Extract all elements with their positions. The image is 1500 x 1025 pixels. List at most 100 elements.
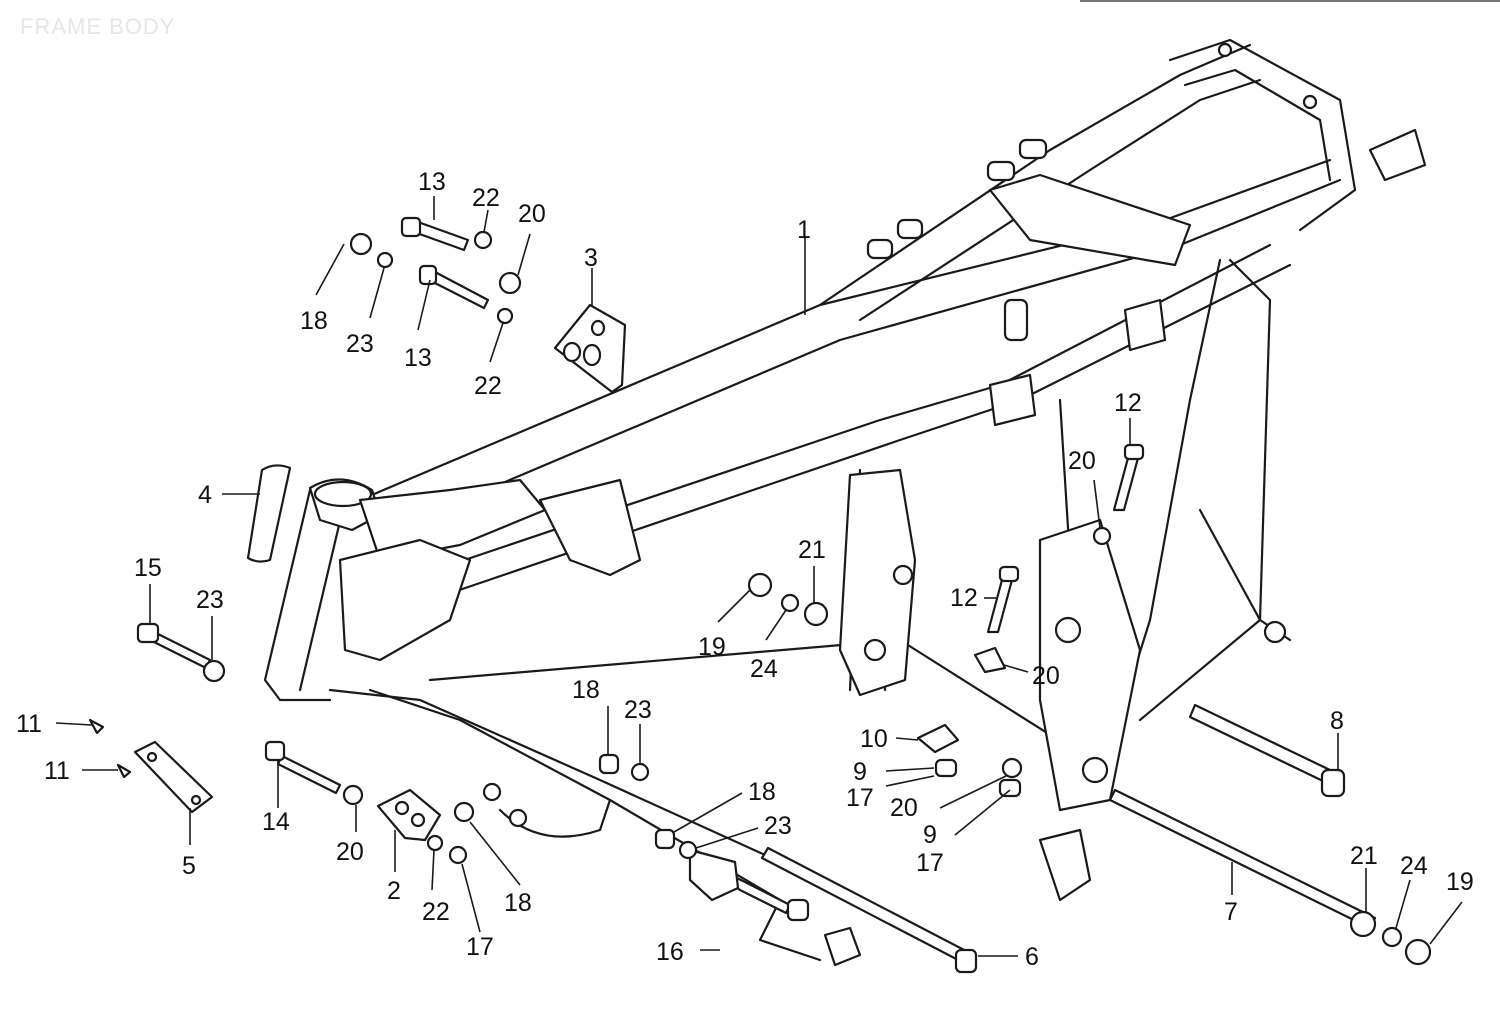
front-downtube-right (298, 498, 347, 692)
backbone-tube-right (378, 178, 1342, 537)
rear-hook (1368, 128, 1427, 182)
callout-label: 13 (418, 168, 446, 196)
callout-label: 17 (466, 933, 494, 961)
frame-tab-5 (1003, 298, 1029, 342)
leader-lines (55, 196, 1463, 957)
bolt-13-lower-head (418, 264, 438, 286)
plate-3-hole-3 (590, 319, 606, 337)
callout-label: 12 (950, 584, 978, 612)
callout-label: 18 (504, 889, 532, 917)
callout-label: 20 (518, 200, 546, 228)
leader-17b (885, 775, 935, 787)
callout-label: 19 (698, 633, 726, 661)
callout-labels: 1 2 3 4 5 6 7 8 9 9 10 11 11 12 12 13 13… (16, 168, 1474, 971)
nut-18-upper (349, 232, 373, 256)
washer-24-rear (1381, 926, 1403, 948)
nut-18-lower (453, 801, 475, 823)
plate-3-hole-2 (582, 343, 602, 367)
rear-shaft-body (1108, 788, 1377, 930)
callout-label: 20 (336, 838, 364, 866)
callout-label: 1 (797, 216, 811, 244)
nut-18-rear (654, 828, 676, 850)
callout-label: 24 (1400, 852, 1428, 880)
frame-eye-mid (988, 373, 1037, 427)
leader-18a (315, 243, 345, 296)
steering-head-top (313, 480, 373, 508)
callout-label: 20 (1068, 447, 1096, 475)
screw-upper (88, 718, 105, 735)
rear-strut (1138, 508, 1262, 722)
callout-label: 23 (764, 812, 792, 840)
leader-20a (517, 233, 531, 276)
bolt-13-upper-head (400, 216, 422, 238)
callout-label: 2 (387, 877, 401, 905)
leader-22b (489, 322, 504, 363)
leader-23a (369, 267, 385, 319)
pivot-eye-4 (863, 638, 887, 662)
callout-label: 24 (750, 655, 778, 683)
clamp-upper (973, 646, 1007, 674)
nut-17-lower (448, 845, 468, 865)
bolt-12-upper-shaft (1112, 456, 1140, 512)
bolt-12-lower-shaft (986, 578, 1014, 634)
callout-label: 18 (300, 307, 328, 335)
bolt-16-head (786, 898, 810, 922)
callout-label: 23 (196, 586, 224, 614)
washer-23-mid (630, 762, 650, 782)
leader-24b (1395, 879, 1411, 929)
screw-lower (116, 763, 132, 779)
bracket-hole-2 (190, 794, 202, 806)
callout-label: 3 (584, 244, 598, 272)
callout-label: 21 (1350, 842, 1378, 870)
pivot-eye-2 (1081, 756, 1109, 784)
nut-18-mid (598, 753, 620, 775)
cradle-foot (823, 926, 862, 967)
page-title: FRAME BODY (20, 14, 176, 39)
rear-shaft-lower-cap (954, 948, 978, 974)
washer-23-rear (678, 840, 698, 860)
callout-label: 12 (1114, 389, 1142, 417)
callout-label: 18 (572, 676, 600, 704)
top-border-line (1080, 0, 1500, 2)
washer-20-right-upper (1092, 526, 1112, 546)
leader-19a (717, 589, 751, 623)
callout-label: 20 (1032, 662, 1060, 690)
leader-23d (695, 827, 759, 849)
leader-20d (1003, 664, 1029, 673)
callout-label: 23 (624, 696, 652, 724)
leader-18d (673, 792, 743, 833)
washer-20-right-lower (1001, 757, 1023, 779)
callout-label: 17 (846, 784, 874, 812)
nut-19-mid (747, 572, 773, 598)
leader-22a (483, 209, 489, 233)
leader-18b (469, 821, 521, 886)
bolt-14-shaft (276, 754, 342, 795)
clamp-10 (916, 723, 960, 754)
pivot-bolt-shaft (1188, 703, 1332, 784)
pivot-eye-1 (1263, 620, 1287, 644)
frame-tab-1 (986, 160, 1016, 182)
pivot-bolt-head (1320, 768, 1346, 798)
frame-tab-4 (896, 218, 924, 240)
callout-label: 11 (44, 757, 70, 785)
leader-11a (55, 722, 93, 726)
center-bracket (538, 478, 642, 577)
callout-label: 8 (1330, 707, 1344, 735)
cradle-block (688, 848, 740, 902)
bolt-15-shaft (152, 632, 212, 670)
plate-2-hole-2 (410, 812, 426, 828)
callout-label: 4 (198, 481, 212, 509)
callout-label: 10 (860, 725, 888, 753)
rear-loop (1168, 38, 1357, 232)
washer-23-front (202, 659, 226, 683)
nut-19-rear (1404, 938, 1432, 966)
frame-eye-rear (1123, 298, 1167, 352)
bracket-hole-1 (146, 751, 158, 763)
leader-9b (954, 789, 1011, 836)
collar-cradle-a (482, 782, 502, 802)
washer-22-a (473, 230, 493, 250)
bolt-12-upper-head (1123, 443, 1145, 461)
collar-cradle-b (508, 808, 528, 828)
frame-bolt-hole-2 (1302, 94, 1318, 110)
